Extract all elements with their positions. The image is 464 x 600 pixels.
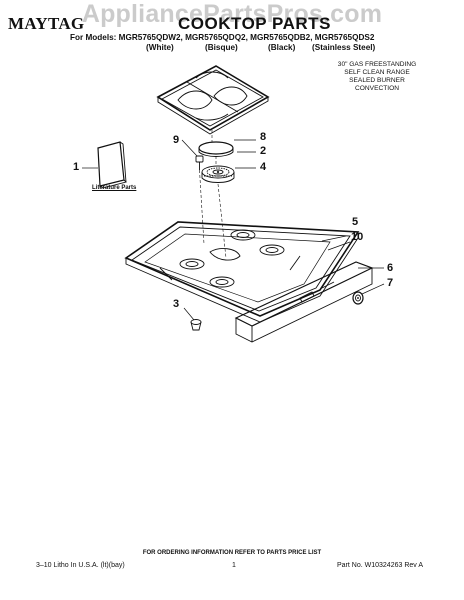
burner-head <box>201 165 235 183</box>
finish-white: (White) <box>146 43 174 52</box>
callout-7: 7 <box>387 277 394 289</box>
ordering-note: FOR ORDERING INFORMATION REFER TO PARTS … <box>142 550 322 556</box>
literature-booklet <box>97 141 127 189</box>
burner-grate <box>156 65 270 135</box>
control-knob <box>352 291 364 305</box>
page-number: 1 <box>232 562 236 569</box>
callout-9: 9 <box>173 134 180 146</box>
page-title: COOKTOP PARTS <box>178 14 331 33</box>
cooktop-screw <box>190 319 202 331</box>
leader-lines <box>82 139 385 321</box>
finish-black: (Black) <box>268 43 296 52</box>
callout-4: 4 <box>260 161 267 173</box>
callout-2: 2 <box>260 145 267 157</box>
description-line: CONVECTION <box>355 85 399 92</box>
description-line: SELF CLEAN RANGE <box>344 69 410 76</box>
callout-8: 8 <box>260 131 267 143</box>
description-line: 30" GAS FREESTANDING <box>337 61 417 68</box>
callout-10: 10 <box>351 231 364 243</box>
description-line: SEALED BURNER <box>349 77 405 84</box>
callout-3: 3 <box>173 298 180 310</box>
finish-stainless: (Stainless Steel) <box>312 43 376 52</box>
part-number: Part No. W10324263 Rev A <box>337 562 423 569</box>
finish-bisque: (Bisque) <box>205 43 238 52</box>
manifold-panel <box>234 261 374 343</box>
callout-1: 1 <box>73 161 80 173</box>
product-description: 30" GAS FREESTANDING SELF CLEAN RANGE SE… <box>312 61 442 93</box>
models-line: For Models: MGR5765QDW2, MGR5765QDQ2, MG… <box>70 33 375 42</box>
spark-electrode <box>195 155 204 170</box>
literature-parts-label: Literature Parts <box>92 185 137 191</box>
litho-info: 3–10 Litho In U.S.A. (lt)(bay) <box>36 562 125 569</box>
brand-logo: MAYTAG <box>8 14 85 33</box>
callout-6: 6 <box>387 262 394 274</box>
callout-5: 5 <box>352 216 359 228</box>
cooktop <box>124 221 360 323</box>
burner-cap <box>198 141 234 157</box>
